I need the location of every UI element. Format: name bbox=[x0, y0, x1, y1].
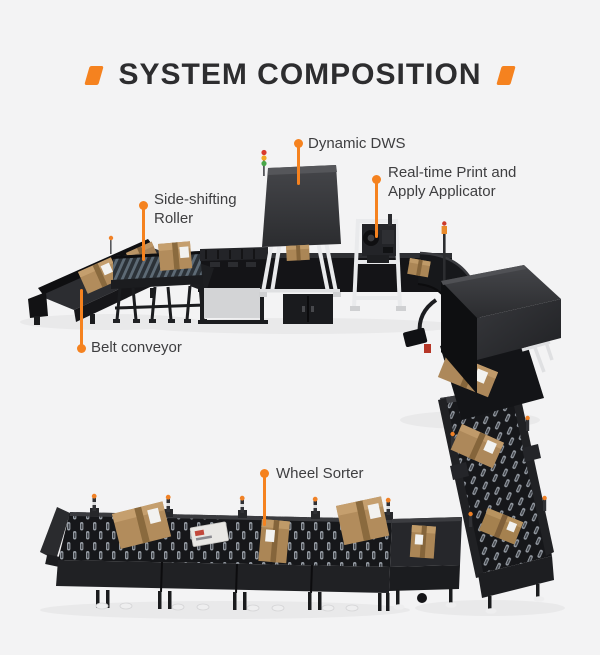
callout-dot-icon bbox=[294, 139, 303, 148]
applicator-device bbox=[362, 214, 396, 263]
callout-leader-line bbox=[297, 146, 300, 185]
callout-leader-line bbox=[142, 208, 145, 261]
callout-label: Side-shifting Roller bbox=[154, 191, 237, 227]
title-bar: SYSTEM COMPOSITION bbox=[0, 55, 600, 95]
callout-label: Belt conveyor bbox=[91, 339, 182, 356]
sorter-feet bbox=[95, 602, 359, 612]
incline-wheel-conveyor bbox=[438, 385, 554, 614]
parcel-box bbox=[479, 507, 524, 545]
parcel-box bbox=[407, 258, 431, 278]
callout-dot-icon bbox=[372, 175, 381, 184]
dws-hood bbox=[262, 165, 341, 247]
sensor-post bbox=[525, 415, 530, 431]
divert-conveyor-illustration bbox=[389, 517, 462, 610]
callout-leader-line bbox=[80, 289, 83, 346]
callout-leader-line bbox=[263, 476, 266, 526]
callout-label: Real-time Print and Apply Applicator bbox=[388, 164, 517, 200]
side-shifting-roller-illustration bbox=[111, 241, 207, 323]
callout-dot-icon bbox=[77, 344, 86, 353]
dws-frame bbox=[261, 241, 338, 293]
parcel-box bbox=[336, 496, 390, 546]
wheel-sorter-illustration bbox=[40, 493, 393, 612]
parcel-box bbox=[258, 519, 290, 564]
callout-dot-icon bbox=[139, 201, 148, 210]
dws-station-illustration bbox=[259, 149, 341, 324]
scan-tunnel-hood-illustration bbox=[403, 265, 561, 420]
parcel-box bbox=[112, 501, 172, 549]
sensor-post bbox=[468, 511, 473, 527]
parcel-box bbox=[286, 244, 310, 261]
callout-leader-line bbox=[375, 182, 378, 238]
page-title: SYSTEM COMPOSITION bbox=[118, 58, 482, 91]
parcel-box bbox=[158, 241, 193, 271]
signal-light bbox=[261, 149, 267, 176]
parcel-box bbox=[409, 525, 436, 559]
parcel-box bbox=[78, 257, 121, 294]
sensor-post bbox=[450, 431, 455, 447]
infeed-sensor bbox=[108, 235, 114, 254]
envelope-parcel bbox=[189, 521, 229, 547]
parcel-box bbox=[450, 424, 505, 469]
callout-label: Dynamic DWS bbox=[308, 135, 406, 152]
sensor-post bbox=[542, 495, 547, 511]
callout-dot-icon bbox=[260, 469, 269, 478]
print-apply-applicator-illustration bbox=[350, 214, 406, 311]
transfer-conveyor-illustration bbox=[198, 247, 268, 324]
sensor-posts bbox=[90, 493, 393, 520]
monitor-arm bbox=[403, 298, 438, 353]
callout-label: Wheel Sorter bbox=[276, 465, 364, 482]
applicator-frame bbox=[352, 218, 402, 309]
sensor-pole bbox=[441, 221, 447, 286]
sorter-legs bbox=[96, 590, 390, 611]
